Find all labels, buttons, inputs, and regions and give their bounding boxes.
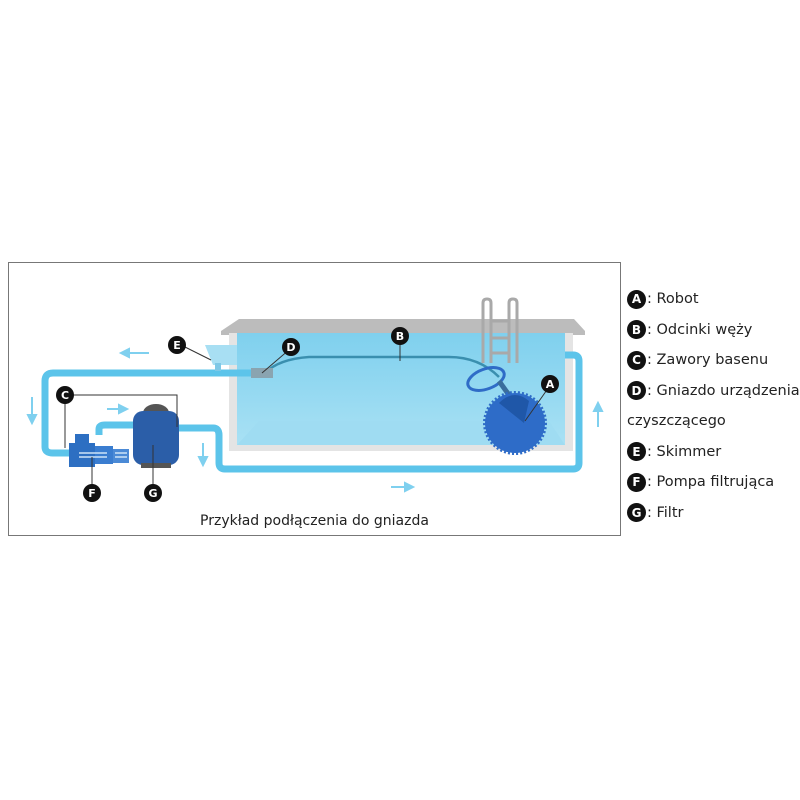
svg-text:C: C (61, 389, 69, 402)
marker-F: F (83, 484, 101, 502)
legend-item-f: F: Pompa filtrująca (627, 467, 800, 498)
legend-item-g: G: Filtr (627, 498, 800, 529)
hose-segments (264, 355, 500, 378)
marker-E: E (168, 336, 186, 354)
svg-text:A: A (546, 378, 555, 391)
legend-text: czyszczącego (627, 413, 726, 430)
legend-item-a: A: Robot (627, 284, 800, 315)
marker-D: D (282, 338, 300, 356)
badge-d: D (627, 381, 646, 401)
skimmer-outlet (215, 363, 221, 371)
flow-arrows (26, 347, 604, 493)
diagram-frame: E D B A C F G Przykład podłączenia do gn… (8, 262, 621, 536)
badge-c: C (627, 350, 646, 370)
legend-text: : Robot (647, 291, 699, 308)
legend-item-d: D: Gniazdo urządzenia (627, 376, 800, 407)
badge-g: G (627, 503, 646, 523)
diagram-caption: Przykład podłączenia do gniazda (200, 513, 429, 529)
legend-text: : Filtr (647, 504, 684, 521)
sand-filter (133, 404, 179, 468)
svg-text:G: G (148, 487, 157, 500)
badge-b: B (627, 320, 646, 340)
badge-a: A (627, 289, 646, 309)
skimmer (205, 345, 237, 365)
pool-connection-diagram: E D B A C F G (26, 297, 604, 502)
marker-A: A (541, 375, 559, 393)
legend-text: : Zawory basenu (647, 352, 769, 369)
legend-item-e: E: Skimmer (627, 437, 800, 468)
filter-pump (69, 434, 129, 467)
pool-deck (221, 319, 585, 335)
legend-item-d-continuation: czyszczącego (627, 406, 800, 437)
svg-text:E: E (173, 339, 181, 352)
legend-item-c: C: Zawory basenu (627, 345, 800, 376)
svg-text:D: D (286, 341, 295, 354)
pool-floor (237, 421, 565, 445)
marker-G: G (144, 484, 162, 502)
legend-text: : Pompa filtrująca (647, 474, 775, 491)
badge-e: E (627, 442, 646, 462)
legend-text: : Skimmer (647, 443, 722, 460)
marker-C: C (56, 386, 74, 404)
legend: A: Robot B: Odcinki węży C: Zawory basen… (627, 284, 800, 528)
svg-text:B: B (396, 330, 404, 343)
pipes (41, 351, 583, 473)
legend-text: : Gniazdo urządzenia (647, 382, 800, 399)
marker-B: B (391, 327, 409, 345)
badge-f: F (627, 472, 646, 492)
legend-text: : Odcinki węży (647, 321, 753, 338)
svg-text:F: F (88, 487, 96, 500)
legend-item-b: B: Odcinki węży (627, 315, 800, 346)
pool-robot (466, 366, 547, 455)
ladder (481, 297, 519, 363)
